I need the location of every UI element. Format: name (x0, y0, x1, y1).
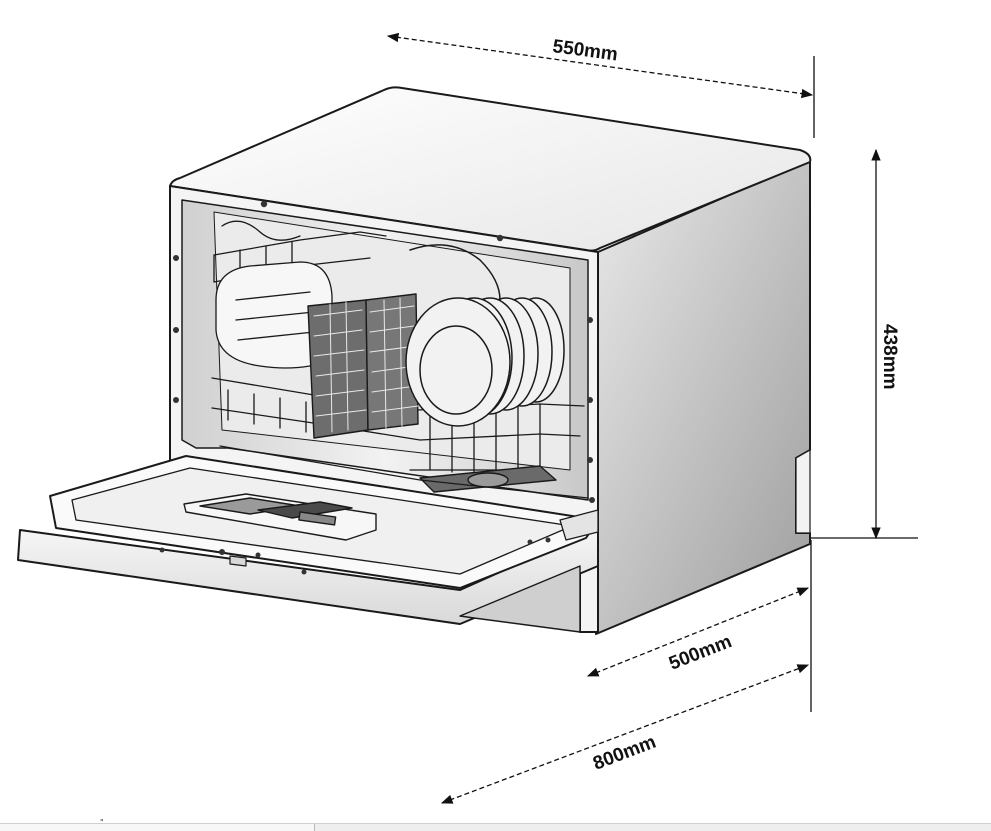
cutlery-basket-left (307, 299, 369, 439)
door-hinge-right (559, 509, 599, 541)
depth-open-label: 800mm (590, 732, 659, 775)
frame-screws (173, 200, 595, 503)
detergent-dispenser (183, 493, 377, 541)
interior-floor (219, 445, 589, 499)
base-foot (459, 565, 581, 633)
width-dimension-line (386, 32, 814, 99)
side-foot-recess (795, 449, 811, 534)
dishwasher-icon (17, 86, 812, 635)
door-latch-icon (229, 555, 247, 567)
cutlery-basket-right (365, 293, 419, 431)
door-details (159, 537, 551, 575)
dimension-lines (386, 32, 918, 804)
depth-open-dimension-line (440, 664, 810, 804)
width-label: 550mm (551, 36, 619, 65)
plates (405, 244, 565, 427)
depth-label: 500mm (666, 631, 735, 675)
bottom-strip: " (0, 819, 991, 831)
height-label: 438mm (879, 324, 900, 390)
bottom-tab-label: " (100, 818, 104, 827)
bottom-tab[interactable]: " (0, 819, 315, 831)
